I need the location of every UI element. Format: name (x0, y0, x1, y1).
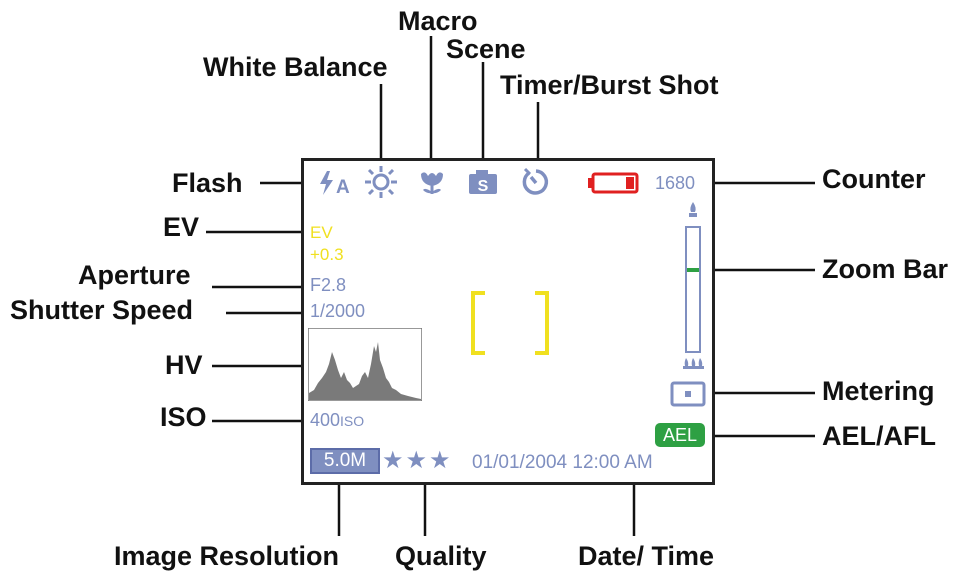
iso-unit: ISO (340, 413, 365, 429)
callout-shutter-speed: Shutter Speed (10, 295, 194, 325)
sun-icon (365, 166, 397, 198)
timer-icon (522, 167, 549, 195)
callout-image-resolution: Image Resolution (114, 541, 340, 571)
callout-quality: Quality (395, 541, 487, 571)
callout-white-balance: White Balance (203, 52, 388, 82)
wide-icon (683, 358, 704, 369)
callout-metering: Metering (822, 376, 935, 406)
callout-iso: ISO (160, 402, 207, 432)
tele-icon (690, 202, 696, 212)
callout-zoom-bar: Zoom Bar (822, 254, 949, 284)
callout-counter: Counter (822, 164, 926, 194)
callout-flash: Flash (172, 168, 243, 198)
ael-text: AEL (662, 425, 698, 445)
callout-hv: HV (165, 350, 203, 380)
zoom-bar (683, 202, 704, 369)
flash-mode-text: A (336, 177, 350, 198)
callout-scene: Scene (446, 34, 526, 64)
resolution-badge: 5.0M (310, 448, 380, 474)
macro-flower-icon (421, 172, 443, 194)
callout-ael-afl: AEL/AFL (822, 421, 936, 451)
focus-frame-icon (471, 291, 549, 355)
metering-icon (670, 381, 706, 407)
iso-number: 400 (310, 410, 341, 430)
ev-value: +0.3 (310, 245, 344, 264)
histogram (308, 328, 422, 401)
ael-badge: AEL (655, 423, 705, 447)
quality-stars: ★★★ (382, 447, 453, 474)
callout-timer-burst: Timer/Burst Shot (500, 70, 719, 100)
flash-icon (320, 171, 333, 195)
callout-ev: EV (163, 212, 200, 242)
callout-aperture: Aperture (78, 260, 191, 290)
callout-date-time: Date/ Time (578, 541, 715, 571)
resolution-value: 5.0M (323, 450, 367, 471)
shutter-speed-value: 1/2000 (310, 301, 366, 321)
svg-text:S: S (478, 178, 489, 195)
callout-macro: Macro (398, 6, 478, 36)
lcd-screen (301, 158, 715, 485)
aperture-value: F2.8 (310, 275, 347, 295)
counter-value: 1680 (655, 173, 696, 193)
ev-label: EV (310, 223, 333, 242)
datetime-value: 01/01/2004 12:00 AM (472, 452, 653, 473)
battery-icon (588, 172, 639, 194)
iso-value: 400ISO (310, 411, 364, 429)
scene-icon: S (469, 170, 497, 195)
